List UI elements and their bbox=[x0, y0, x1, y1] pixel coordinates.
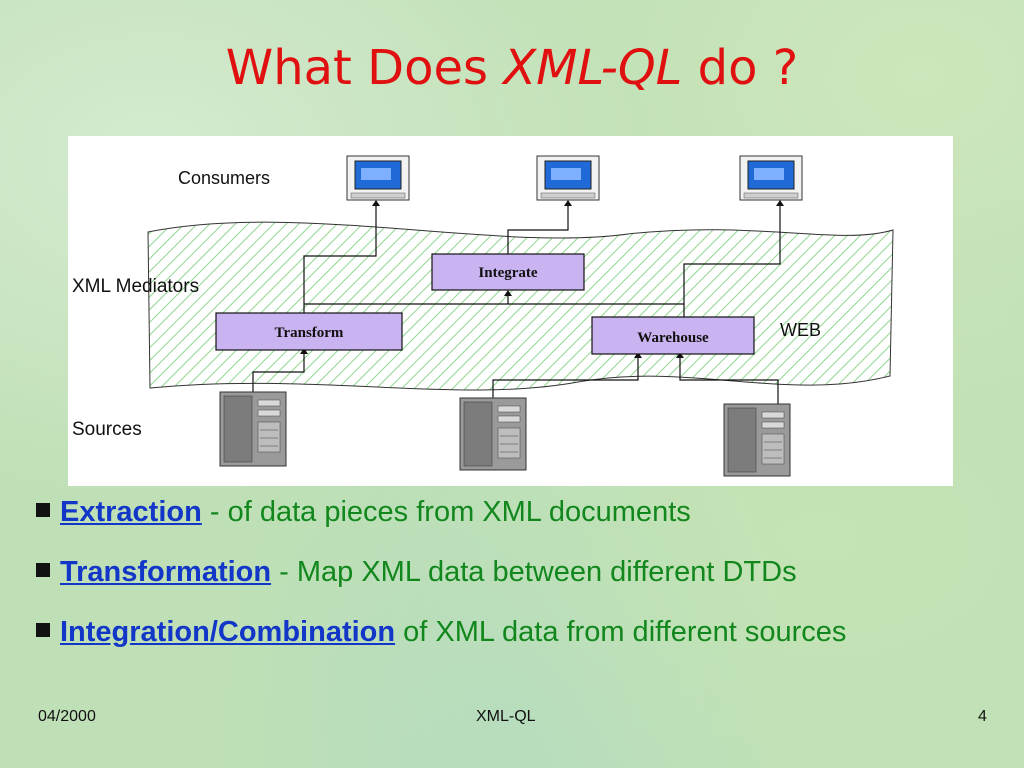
source-server-icon bbox=[219, 391, 287, 467]
transform-label: Transform bbox=[275, 325, 344, 341]
consumer-computer-icon bbox=[536, 155, 600, 201]
bullet-keyword[interactable]: Transformation bbox=[60, 556, 272, 588]
footer-date: 04/2000 bbox=[38, 708, 96, 725]
web-band bbox=[147, 221, 894, 391]
footer-title: XML-QL bbox=[476, 708, 536, 725]
bullet-extraction: Extraction - of data pieces from XML doc… bbox=[36, 496, 846, 556]
mediators-label: XML Mediators bbox=[72, 276, 199, 297]
connection-lines bbox=[252, 202, 781, 406]
bullet-square-icon bbox=[36, 623, 50, 637]
title-prefix: What Does bbox=[225, 40, 504, 96]
source-server-icon bbox=[459, 397, 527, 471]
warehouse-label: Warehouse bbox=[637, 330, 709, 346]
bullet-square-icon bbox=[36, 563, 50, 577]
integrate-node: Integrate bbox=[431, 253, 585, 291]
bullet-integration: Integration/Combination of XML data from… bbox=[36, 616, 846, 676]
source-server-icon bbox=[723, 403, 791, 477]
slide-title: What Does XML-QL do ? bbox=[0, 40, 1024, 96]
bullet-square-icon bbox=[36, 503, 50, 517]
web-label: WEB bbox=[780, 320, 821, 340]
bullet-text: - of data pieces from XML documents bbox=[201, 496, 691, 528]
bullet-keyword[interactable]: Integration/Combination bbox=[60, 616, 396, 648]
consumers-label: Consumers bbox=[178, 168, 270, 188]
bullet-transformation: Transformation - Map XML data between di… bbox=[36, 556, 846, 616]
architecture-diagram: Integrate Transform Warehouse Consumers … bbox=[68, 136, 953, 486]
page-number: 4 bbox=[978, 708, 987, 725]
bullet-keyword[interactable]: Extraction bbox=[60, 496, 202, 528]
integrate-label: Integrate bbox=[478, 265, 537, 281]
title-emphasis: XML-QL bbox=[503, 40, 683, 96]
title-suffix: do ? bbox=[682, 40, 799, 96]
bullet-text: of XML data from different sources bbox=[395, 616, 847, 648]
warehouse-node: Warehouse bbox=[591, 316, 755, 355]
consumer-computer-icon bbox=[346, 155, 410, 201]
arrowheads bbox=[300, 200, 784, 358]
transform-node: Transform bbox=[215, 312, 403, 351]
bullet-text: - Map XML data between different DTDs bbox=[271, 556, 797, 588]
sources-label: Sources bbox=[72, 419, 142, 440]
bullet-list: Extraction - of data pieces from XML doc… bbox=[36, 496, 846, 676]
consumer-computer-icon bbox=[739, 155, 803, 201]
